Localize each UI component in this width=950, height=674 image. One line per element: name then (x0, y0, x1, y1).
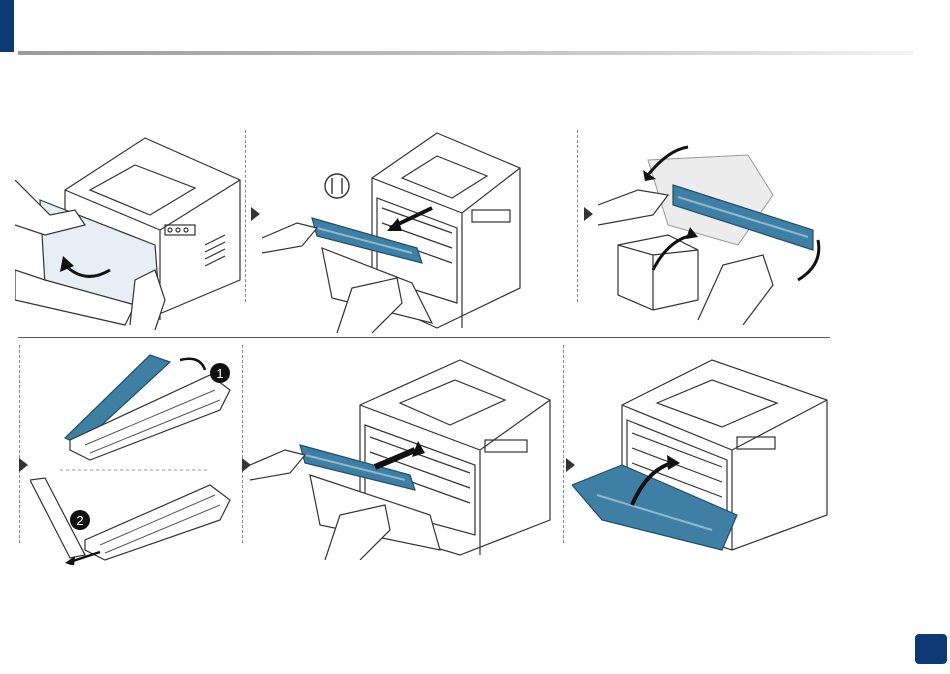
step-separator (245, 130, 246, 302)
step-arrow-icon (19, 458, 28, 472)
step-arrow-icon (584, 207, 593, 221)
step-4-remove-protective-cover-illustration: 1 2 (30, 350, 240, 565)
step-2-remove-toner-illustration (262, 128, 524, 334)
step-marker-1: 1 (216, 366, 223, 381)
step-6-close-cover-illustration (572, 355, 830, 555)
step-5-insert-toner-illustration (250, 355, 555, 560)
step-3-shake-toner-illustration (598, 135, 830, 325)
step-separator (563, 345, 564, 543)
row-divider (18, 337, 830, 338)
step-arrow-icon (251, 207, 260, 221)
header-rule (18, 51, 913, 55)
step-separator (19, 345, 20, 543)
step-separator (242, 345, 243, 543)
step-separator (577, 130, 578, 302)
step-marker-2: 2 (76, 513, 83, 528)
step-1-open-cover-illustration (15, 130, 243, 330)
page-number-badge (915, 634, 947, 664)
header-accent-tab (0, 0, 14, 52)
